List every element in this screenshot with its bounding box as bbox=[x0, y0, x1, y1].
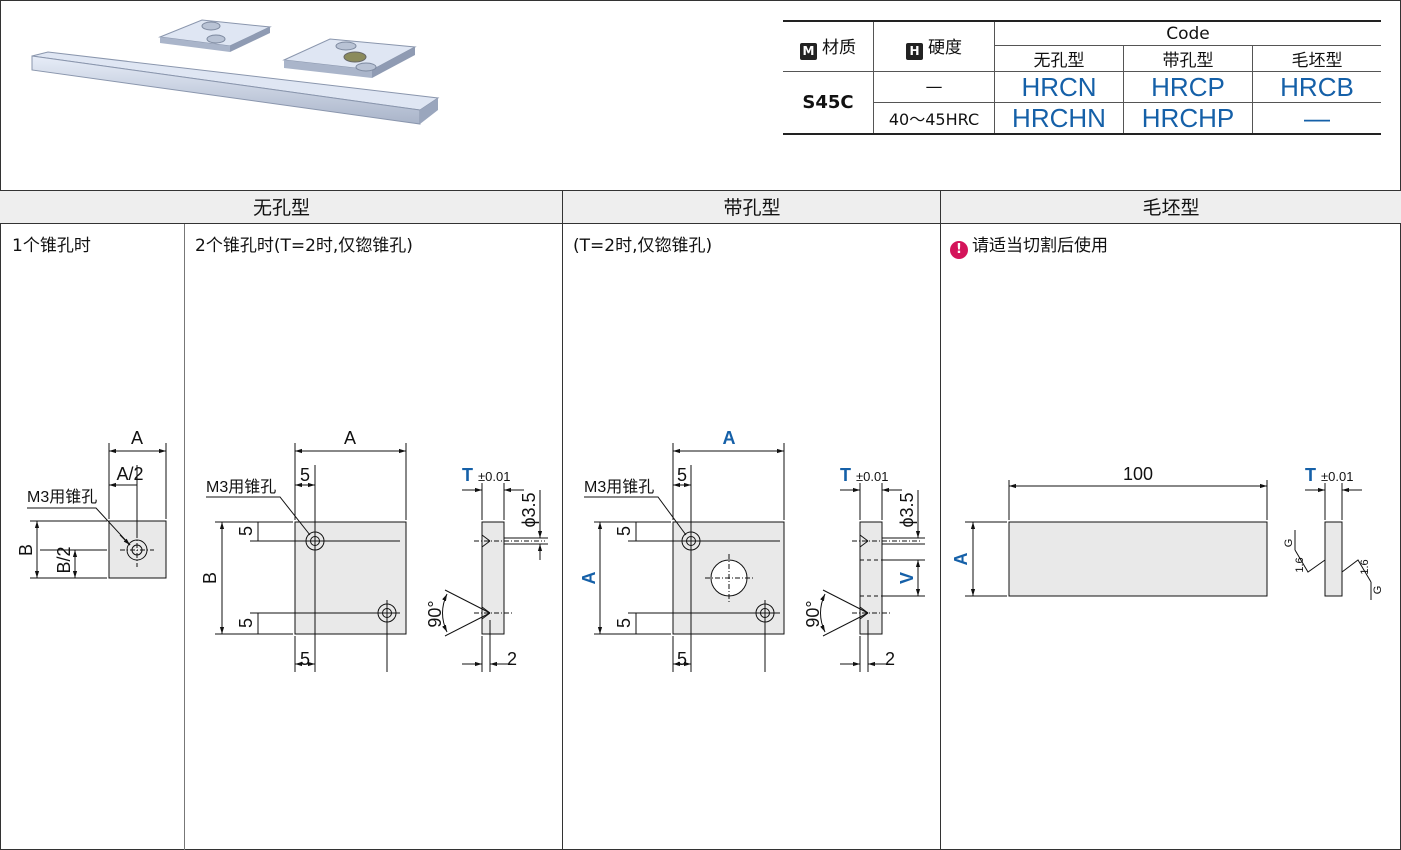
side-view-blank bbox=[1294, 483, 1372, 600]
note-with-hole: (T=2时,仅锪锥孔) bbox=[573, 236, 713, 256]
drawing-two-hole bbox=[206, 443, 407, 672]
dim-5: 5 bbox=[300, 465, 310, 485]
dim-5: 5 bbox=[236, 526, 256, 536]
note-two-hole: 2个锥孔时(T=2时,仅锪锥孔) bbox=[195, 236, 413, 256]
column-divider bbox=[940, 190, 941, 850]
note-blank: !请适当切割后使用 bbox=[950, 231, 1108, 259]
dim-2: 2 bbox=[507, 649, 517, 669]
dim-t: T bbox=[1305, 465, 1316, 485]
dim-length: 100 bbox=[1123, 464, 1153, 484]
dim-a: A bbox=[344, 428, 356, 448]
dim-t: T bbox=[840, 465, 851, 485]
code-cell: HRCP bbox=[1123, 71, 1253, 103]
note-blank-text: 请适当切割后使用 bbox=[972, 236, 1108, 256]
code-cell: HRCHN bbox=[994, 102, 1124, 135]
dim-5: 5 bbox=[677, 465, 687, 485]
material-badge: M bbox=[800, 43, 817, 60]
drawing-with-hole bbox=[584, 443, 785, 672]
warning-icon: ! bbox=[950, 241, 968, 259]
side-view-with-hole bbox=[820, 483, 925, 672]
hardness-value: 40～45HRC bbox=[873, 102, 995, 135]
dim-a-half: A/2 bbox=[116, 464, 143, 484]
callout-m3: M3用锥孔 bbox=[206, 478, 276, 496]
dim-5: 5 bbox=[614, 618, 634, 628]
dim-angle: 90° bbox=[425, 600, 445, 627]
section-header-no-hole: 无孔型 bbox=[0, 190, 563, 224]
type-header-no-hole: 无孔型 bbox=[994, 45, 1124, 72]
material-header-cell: M 材质 bbox=[783, 20, 874, 72]
roughness-value: 1.6 bbox=[1359, 559, 1371, 574]
material-header: 材质 bbox=[822, 38, 856, 58]
dim-angle: 90° bbox=[803, 600, 823, 627]
column-divider bbox=[184, 224, 185, 850]
note-one-hole: 1个锥孔时 bbox=[12, 236, 91, 256]
roughness-grade: G bbox=[1283, 539, 1295, 548]
dim-a: A bbox=[951, 553, 971, 566]
side-view-two-hole bbox=[442, 483, 548, 672]
dim-a: A bbox=[131, 428, 143, 448]
type-header-with-hole: 带孔型 bbox=[1123, 45, 1253, 72]
dim-b: B bbox=[16, 544, 36, 556]
roughness-grade: G bbox=[1372, 586, 1384, 595]
code-cell: HRCN bbox=[994, 71, 1124, 103]
dim-a-left: A bbox=[579, 572, 599, 585]
dim-diameter: ϕ3.5 bbox=[897, 492, 917, 527]
product-photo bbox=[31, 19, 440, 125]
code-cell: HRCB bbox=[1252, 71, 1381, 103]
callout-m3: M3用锥孔 bbox=[584, 478, 654, 496]
dim-a: A bbox=[723, 428, 736, 448]
dim-5: 5 bbox=[677, 649, 687, 669]
dim-5: 5 bbox=[300, 649, 310, 669]
code-cell: — bbox=[1252, 102, 1381, 135]
dim-tolerance: ±0.01 bbox=[856, 469, 888, 484]
column-divider bbox=[562, 190, 563, 850]
dim-v: V bbox=[897, 572, 917, 584]
section-header-blank: 毛坯型 bbox=[941, 190, 1401, 224]
dim-2: 2 bbox=[885, 649, 895, 669]
hardness-badge: H bbox=[906, 43, 923, 60]
dim-5: 5 bbox=[236, 618, 256, 628]
dim-t: T bbox=[462, 465, 473, 485]
hardness-value: — bbox=[873, 71, 995, 103]
roughness-value: 1.6 bbox=[1294, 557, 1306, 572]
type-header-blank: 毛坯型 bbox=[1252, 45, 1381, 72]
code-cell: HRCHP bbox=[1123, 102, 1253, 135]
callout-m3: M3用锥孔 bbox=[27, 488, 97, 506]
dim-b: B bbox=[200, 572, 220, 584]
hardness-header: 硬度 bbox=[928, 38, 962, 58]
dim-b-half: B/2 bbox=[54, 546, 74, 573]
dim-5: 5 bbox=[614, 526, 634, 536]
drawing-one-hole bbox=[27, 443, 167, 579]
section-header-with-hole: 带孔型 bbox=[563, 190, 941, 224]
dim-tolerance: ±0.01 bbox=[1321, 469, 1353, 484]
dim-diameter: ϕ3.5 bbox=[519, 492, 539, 527]
dim-tolerance: ±0.01 bbox=[478, 469, 510, 484]
drawing-blank bbox=[965, 480, 1268, 597]
